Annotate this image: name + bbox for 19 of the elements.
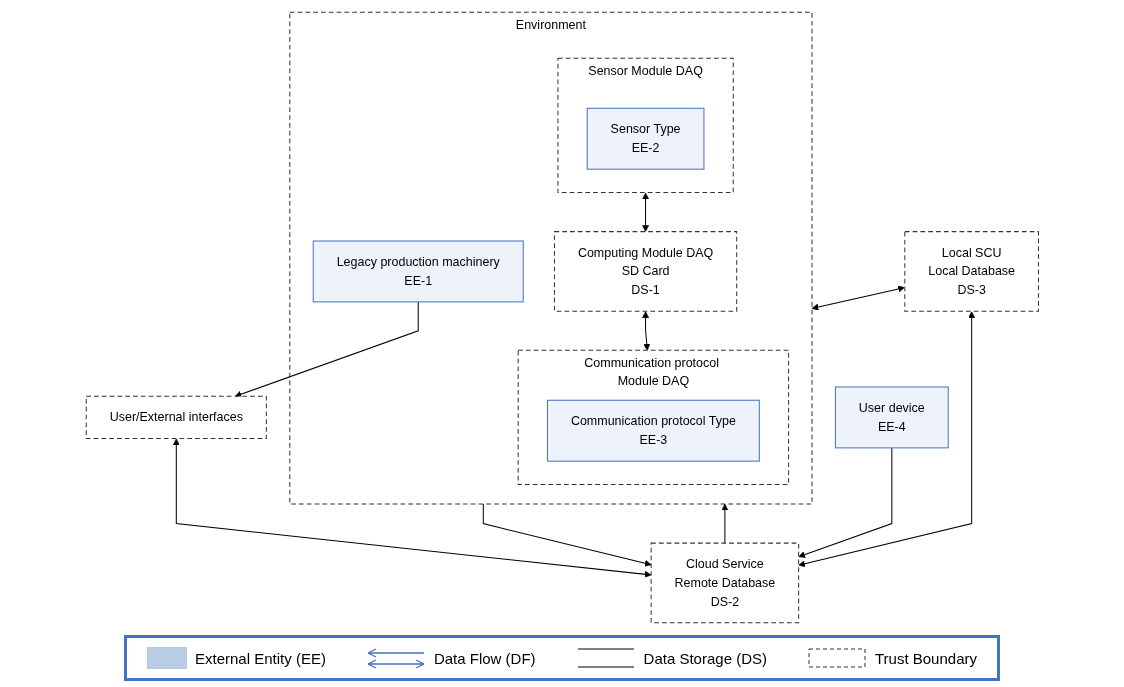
node-box: Legacy production machinery EE-1: [312, 240, 524, 303]
legend-label: Trust Boundary: [875, 649, 977, 667]
node-box: User device EE-4: [834, 386, 949, 449]
arrow: [798, 311, 975, 568]
node-box: Sensor Type EE-2: [586, 107, 705, 170]
node-box: Communication protocol Type EE-3: [546, 399, 760, 462]
arrow: [811, 285, 905, 311]
node-box: Cloud Service Remote Database DS-2: [650, 542, 799, 624]
arrow: [641, 192, 649, 232]
node-box: Local SCU Local Database DS-3: [903, 231, 1039, 312]
arrow: [641, 311, 650, 351]
arrow: [721, 503, 728, 544]
arrow: [234, 301, 419, 398]
node-box: Computing Module DAQ SD Card DS-1: [553, 231, 737, 312]
legend-label: Data Storage (DS): [643, 649, 767, 667]
legend-label: Data Flow (DF): [433, 649, 536, 667]
legend-label: External Entity (EE): [195, 649, 326, 667]
node-box: User/External interfaces: [85, 395, 267, 439]
arrow: [798, 447, 892, 558]
